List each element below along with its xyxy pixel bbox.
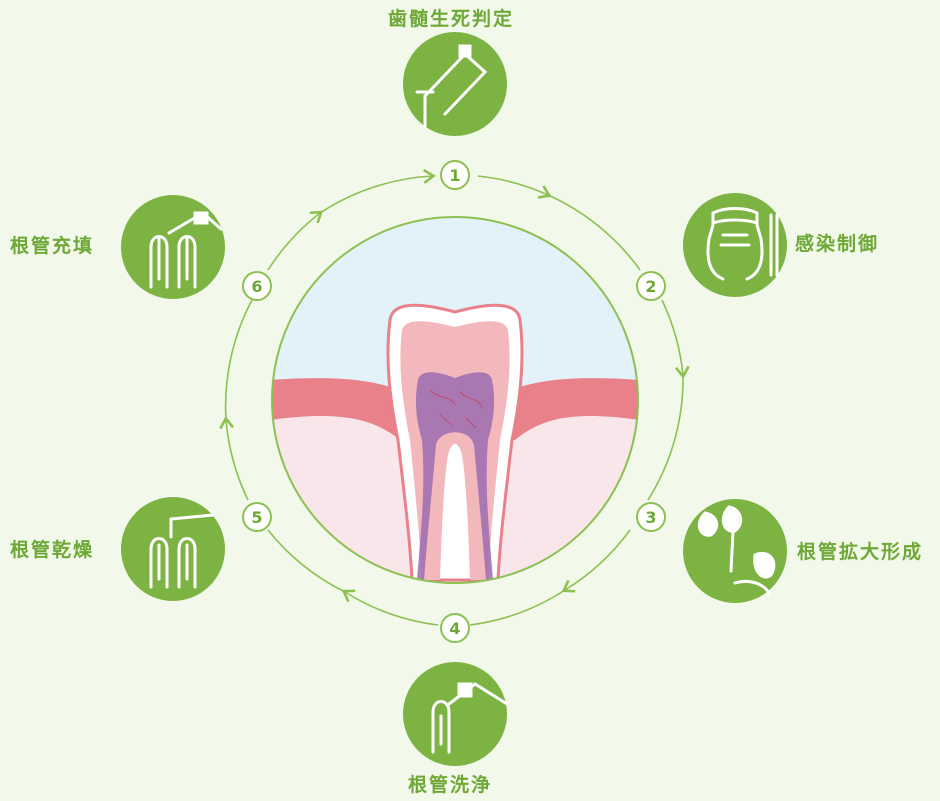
step-number-5: 5: [242, 502, 272, 532]
step-icon-2: [683, 193, 787, 297]
step-icon-1: [403, 32, 507, 136]
step-label-2: 感染制御: [795, 235, 879, 254]
step-number-2: 2: [636, 271, 666, 301]
step-icon-3: [683, 499, 787, 603]
step-label-5: 根管乾燥: [10, 541, 94, 560]
step-label-1: 歯髄生死判定: [388, 10, 514, 29]
step-icon-5: [121, 497, 225, 601]
step-label-3: 根管拡大形成: [797, 543, 923, 562]
step-icon-6: [121, 195, 225, 299]
step-number-3: 3: [636, 502, 666, 532]
step-icon-4: [403, 662, 507, 766]
step-number-6: 6: [242, 271, 272, 301]
step-label-6: 根管充填: [10, 237, 94, 256]
tooth-cross-section: [270, 215, 640, 600]
step-number-1: 1: [440, 160, 470, 190]
step-number-4: 4: [440, 613, 470, 643]
step-label-4: 根管洗浄: [408, 776, 492, 795]
